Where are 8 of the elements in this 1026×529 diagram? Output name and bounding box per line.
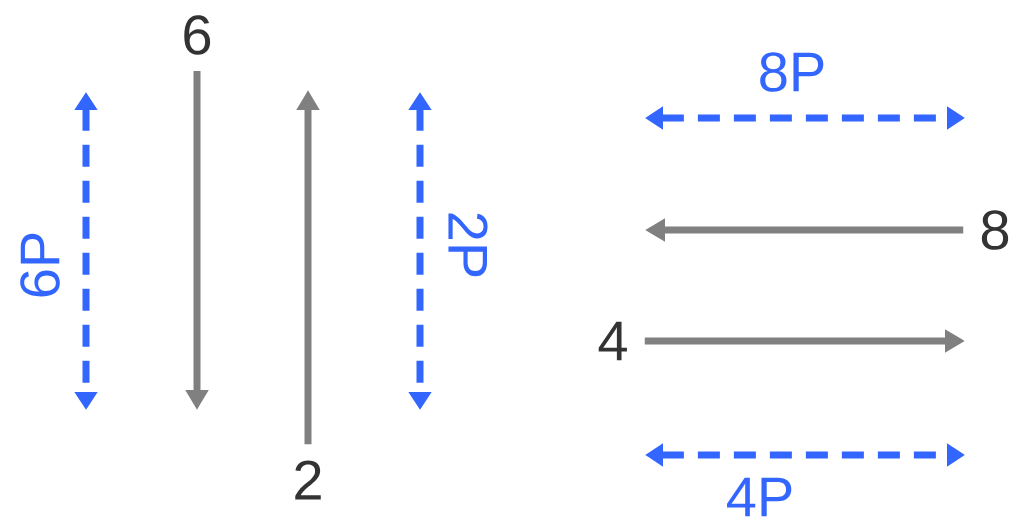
dimension-label: 6P xyxy=(20,233,60,297)
dimension-label: 4P xyxy=(727,477,792,517)
number-label: 4 xyxy=(598,321,627,361)
number-label: 6 xyxy=(184,15,211,55)
dimension-label: 2P xyxy=(448,213,488,277)
dimension-label: 8P xyxy=(760,52,824,92)
number-label: 2 xyxy=(295,460,321,500)
number-label: 8 xyxy=(981,210,1009,250)
